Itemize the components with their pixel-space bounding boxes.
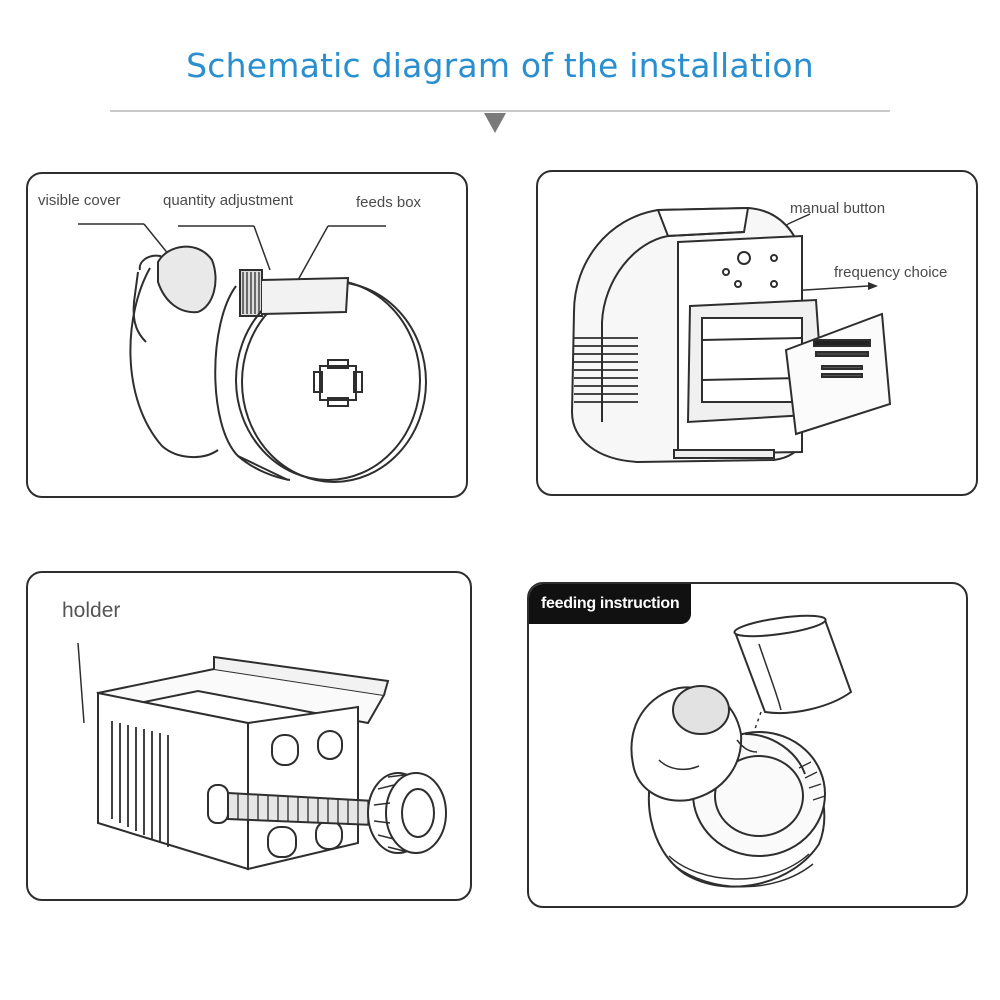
label-visible-cover: visible cover [38,192,121,209]
feeder-rear-illustration [570,206,892,464]
label-feeds-box: feeds box [356,194,422,211]
holder-illustration [77,642,447,871]
feeding-instruction-illustration [630,614,853,888]
panel-feeder-parts: visible cover quantity adjustment feeds … [26,172,468,498]
panel-feeding-instruction: feeding instruction [527,582,968,908]
page-title: Schematic diagram of the installation [186,46,814,85]
label-manual-button: manual button [790,200,886,217]
label-quantity-adjustment: quantity adjustment [163,192,294,209]
panel-feeder-rear: manual button frequency choice [536,170,978,496]
feeder-parts-illustration [78,223,427,483]
down-triangle-icon [484,113,506,133]
label-frequency-choice: frequency choice [834,264,948,281]
panel-holder: holder [26,571,472,901]
label-holder: holder [62,599,121,622]
feeding-instruction-badge: feeding instruction [529,584,692,624]
title-divider [110,110,890,112]
